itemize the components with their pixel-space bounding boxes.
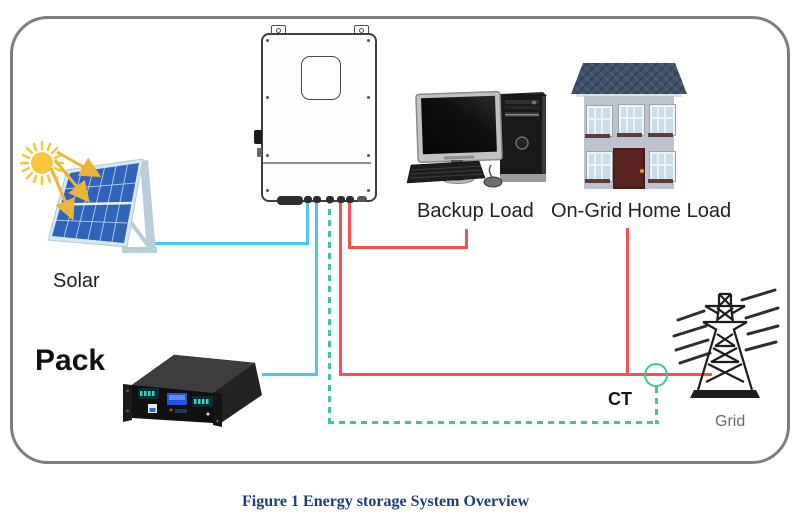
sun-arrows [49, 150, 102, 221]
screw-dot [266, 96, 269, 99]
screw-dot [367, 189, 370, 192]
window-sill [648, 133, 673, 137]
grid-label: Grid [715, 413, 746, 430]
battery-line-horizontal [262, 373, 318, 376]
battery-line-vertical [315, 198, 318, 376]
house-eave [576, 92, 682, 97]
screw-dot [367, 96, 370, 99]
window [650, 152, 675, 181]
screw-dot [266, 154, 269, 157]
window-sill [616, 133, 642, 137]
screw-dot [367, 39, 370, 42]
inverter-side-switch [257, 148, 262, 157]
backup-line-horizontal [348, 246, 468, 249]
desktop-computer-icon [406, 90, 547, 188]
window [587, 152, 612, 181]
window-sill [585, 179, 610, 183]
inverter-display [301, 56, 341, 100]
door-knob [640, 169, 644, 173]
backup-line-vertical [348, 198, 351, 249]
ct-clamp-icon [644, 363, 668, 387]
battery-pack-icon [123, 354, 262, 427]
inverter-gland [313, 196, 321, 203]
screw-dot [367, 154, 370, 157]
ct-line-horizontal [328, 421, 659, 424]
pv-line-vertical [306, 198, 309, 245]
backup-load-label: Backup Load [417, 200, 534, 222]
ct-label: CT [608, 389, 632, 409]
pv-line-horizontal [149, 242, 309, 245]
window [587, 106, 612, 136]
transmission-tower-icon [672, 288, 780, 398]
window-sill [648, 179, 673, 183]
window [618, 105, 644, 135]
sun-icon [19, 140, 102, 221]
inverter-side-knob [254, 130, 262, 144]
grid-line-horizontal [339, 373, 712, 376]
house-icon [571, 63, 687, 190]
solar-label: Solar [53, 270, 100, 292]
house-door [613, 148, 645, 189]
on-grid-home-load-label: On-Grid Home Load [551, 200, 732, 222]
screw-dot [266, 39, 269, 42]
ct-line-vertical-from-inverter [328, 198, 331, 424]
window [650, 105, 675, 135]
house-roof [571, 63, 687, 94]
inverter-gland [304, 196, 312, 203]
inverter-connector-block [277, 196, 303, 205]
window-sill [585, 134, 610, 138]
pack-label: Pack [35, 344, 106, 377]
inverter-gland [337, 196, 345, 203]
backup-line-stub [465, 229, 468, 249]
sun-disc [31, 152, 53, 174]
screw-dot [266, 189, 269, 192]
inverter-gland [357, 196, 367, 202]
inverter-panel-divider [263, 162, 371, 164]
grid-line-vertical [339, 198, 342, 376]
power-lines [672, 288, 780, 365]
inverter-gland [326, 196, 334, 203]
home-load-line-vertical [626, 228, 629, 376]
figure-caption: Figure 1 Energy storage System Overview [242, 493, 530, 510]
inverter-gland [346, 196, 354, 203]
ct-line-vertical-to-clamp [655, 387, 658, 424]
